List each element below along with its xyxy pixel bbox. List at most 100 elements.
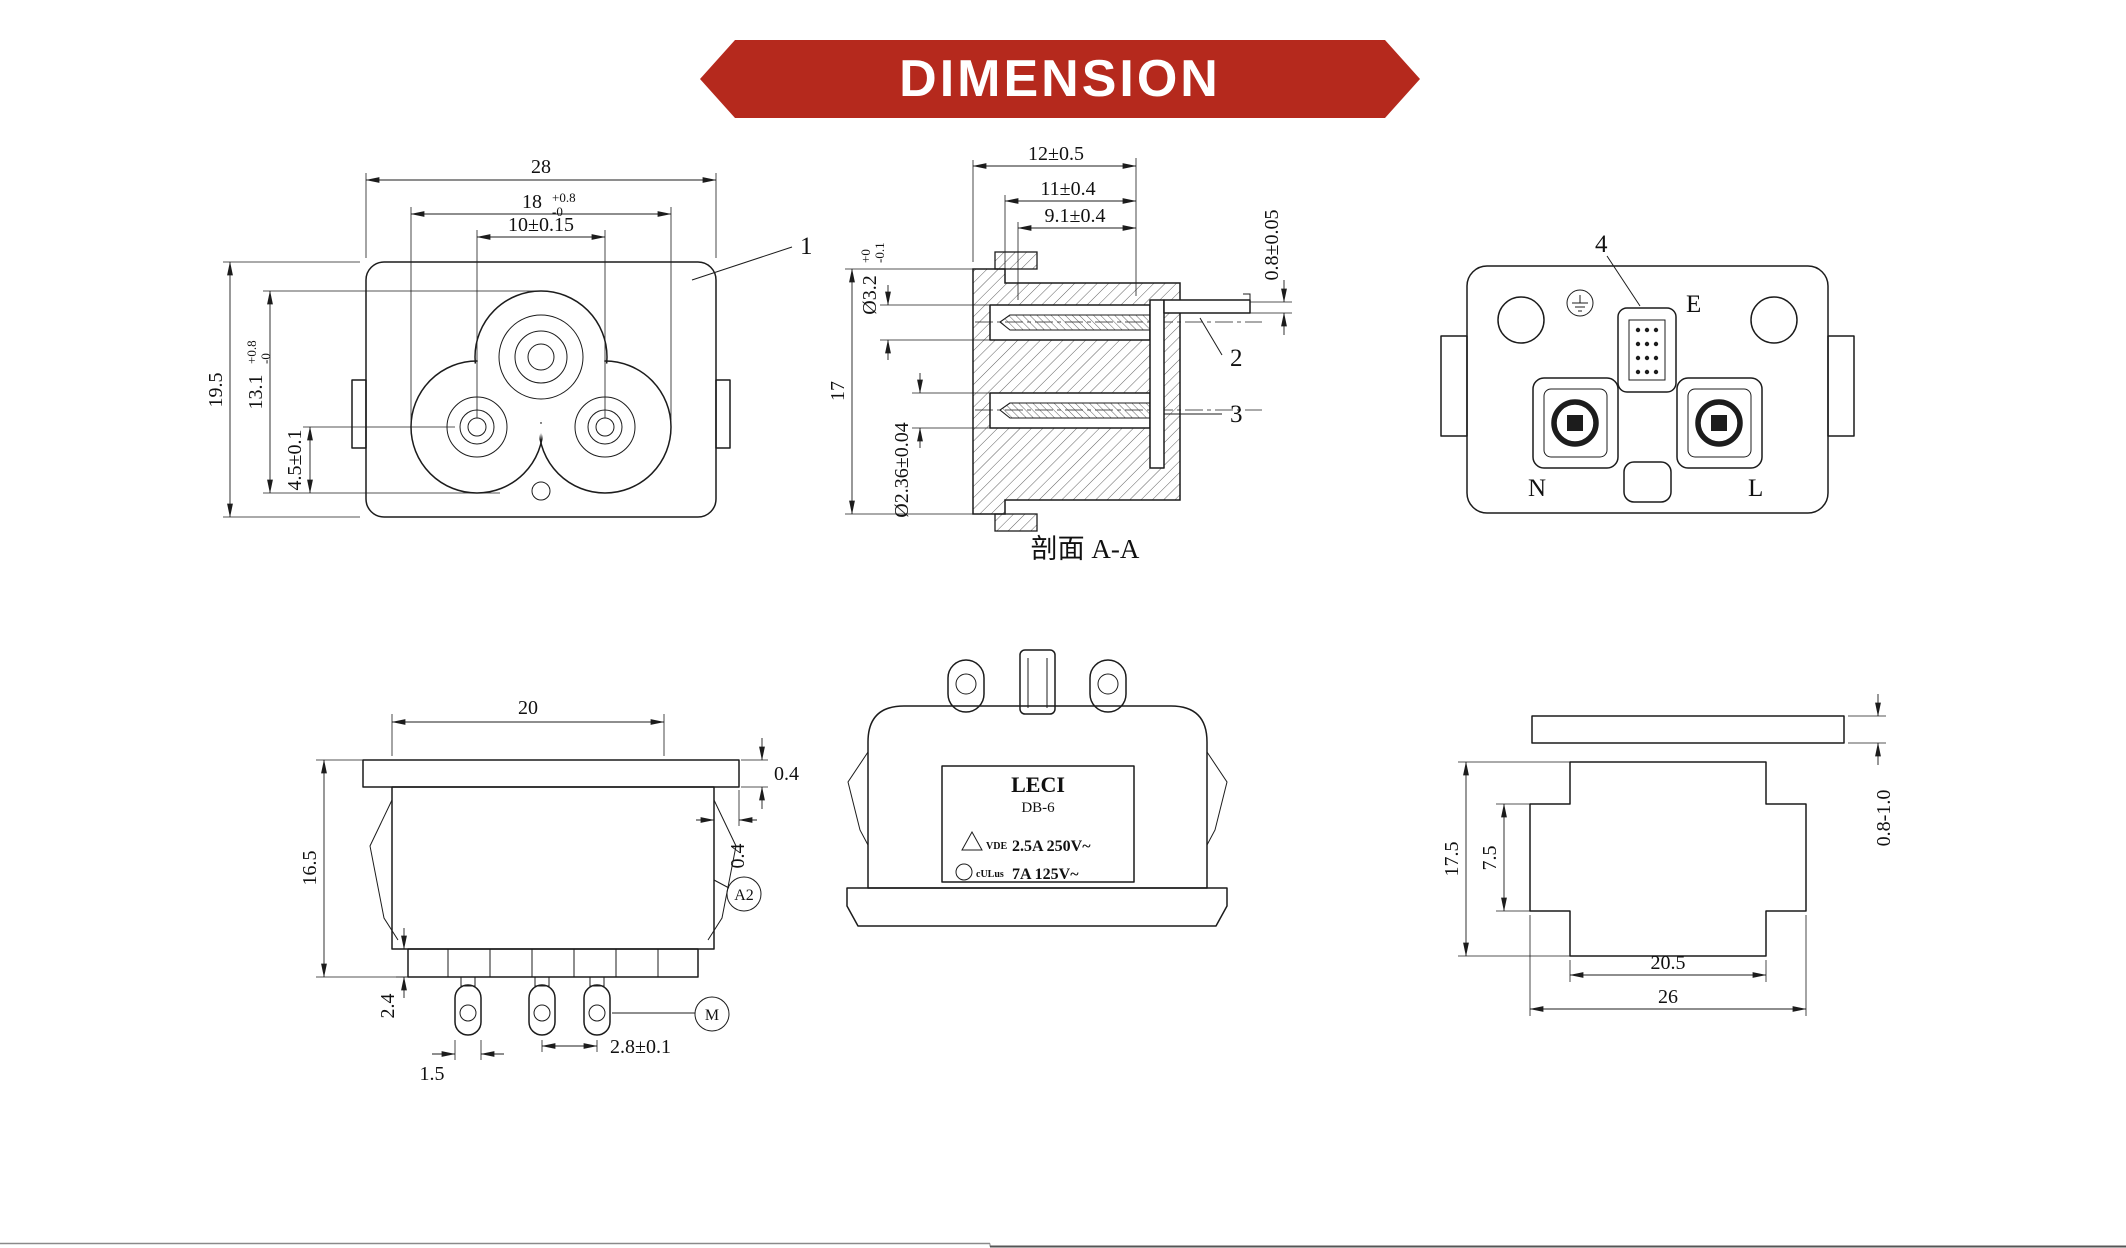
dim-side-height: 16.5 (299, 759, 408, 978)
rear-body-outline (1466, 265, 1829, 514)
rear-neutral-terminal (1532, 377, 1619, 469)
side-body (391, 786, 715, 950)
callout-side-a: A2 (713, 876, 762, 912)
rear-left-tab (1440, 335, 1468, 437)
banner-ribbon-shape (700, 40, 1420, 118)
rear-bottom-tab (1623, 461, 1672, 503)
vde-triangle-icon (961, 830, 983, 851)
dim-plate-width: 26 (1529, 915, 1807, 1016)
side-terminal-comb (407, 948, 699, 978)
view-plate: 17.5 7.5 20.5 26 0.8-1.0 (1441, 694, 1895, 1016)
rear-ground-terminal (1617, 307, 1677, 393)
dim-text-18-tol-up: +0.8 (552, 190, 576, 205)
label-body-outline (867, 705, 1208, 889)
dim-text-12: 12±0.5 (1028, 143, 1084, 165)
view-section: 12±0.5 11±0.4 9.1±0.4 0.8±0.05 17 Ø3 (827, 143, 1292, 564)
ground-pin-ring-inner (514, 330, 568, 384)
dim-plate-inner-width: 20.5 (1569, 952, 1767, 982)
dim-side-pin-pitch: 2.8±0.1 (541, 1036, 671, 1058)
dim-section-top-hole: Ø3.2 +0 -0.1 (858, 242, 990, 360)
brand-text: LECI (1011, 772, 1065, 797)
banner-title: DIMENSION (899, 50, 1221, 108)
dim-text-13-1-tol-dn: -0 (258, 353, 273, 364)
dim-text-2-36: Ø2.36±0.04 (891, 422, 913, 517)
dim-front-pin-drop: 4.5±0.1 (284, 426, 455, 494)
ground-pin-hole (527, 343, 555, 371)
dim-side-pin-width: 1.5 (420, 1040, 504, 1085)
callout-1-label: 1 (800, 233, 813, 260)
cert-vde-text: VDE (986, 841, 1007, 852)
dim-text-20: 20 (518, 697, 538, 719)
dim-plate-thickness: 0.8-1.0 (1848, 694, 1895, 846)
callout-housing: 1 (691, 233, 813, 281)
dimension-banner: DIMENSION (700, 40, 1420, 118)
dim-section-pin-thickness: 0.8±0.05 (1250, 210, 1292, 335)
dim-text-11: 11±0.4 (1040, 178, 1095, 200)
callout-4-label: 4 (1595, 231, 1608, 258)
model-text: DB-6 (1021, 800, 1055, 816)
terminal-e-label: E (1686, 291, 1701, 318)
section-terminal-tab (1149, 299, 1165, 469)
bottom-notch (531, 481, 551, 501)
dim-text-13-1-tol-up: +0.8 (244, 340, 259, 364)
dim-text-0-8-1-0: 0.8-1.0 (1873, 790, 1895, 847)
callout-a-label: A2 (734, 887, 754, 904)
dim-side-top-width: 20 (391, 697, 665, 756)
terminal-n-label: N (1528, 475, 1546, 502)
view-rear-face: E 4 (1440, 231, 1855, 514)
dim-front-height: 19.5 (205, 261, 360, 518)
terminal-l-label: L (1748, 475, 1763, 502)
label-left-wing (847, 751, 869, 846)
dim-front-width: 28 (365, 156, 717, 258)
dim-text-3-2-tol-dn: -0.1 (872, 242, 887, 263)
label-top-pins (947, 649, 1127, 715)
dim-plate-mid-height: 7.5 (1479, 803, 1530, 912)
dim-section-bottom-hole: Ø2.36±0.04 (891, 373, 990, 518)
label-right-wing (1206, 751, 1228, 846)
dim-text-18: 18 (522, 191, 542, 213)
rear-right-hole (1750, 296, 1798, 344)
rating-secondary-text: 7A 125V~ (1012, 866, 1079, 883)
side-flange (362, 759, 740, 788)
section-caption: 剖面 A-A (1031, 534, 1140, 564)
dim-front-pin-pitch: 10±0.15 (476, 214, 606, 418)
front-right-tab (715, 379, 731, 449)
rear-left-hole (1497, 296, 1545, 344)
dim-side-lip-b: 0.4 (696, 790, 757, 869)
plate-cover-bar (1531, 715, 1845, 744)
dim-text-16-5: 16.5 (299, 851, 321, 886)
dim-text-4-5: 4.5±0.1 (284, 430, 306, 491)
dim-text-2-4: 2.4 (377, 994, 399, 1019)
ground-pin-ring (498, 314, 584, 400)
side-eyelet-pins (454, 976, 611, 1036)
side-right-wing (707, 799, 737, 941)
callout-2-label: 2 (1230, 345, 1243, 372)
dim-text-1-5: 1.5 (420, 1063, 445, 1085)
ccc-mark-icon (955, 863, 973, 881)
dim-text-26: 26 (1658, 986, 1678, 1008)
section-solder-pin (1163, 299, 1251, 314)
plate-cross-profile (1529, 761, 1807, 957)
section-terminal-bottom (999, 402, 1151, 419)
dim-text-7-5: 7.5 (1479, 846, 1501, 871)
callout-b-label: M (705, 1007, 719, 1024)
dim-text-28: 28 (531, 156, 551, 178)
earth-symbol-icon (1566, 289, 1594, 317)
dim-text-0-4-b: 0.4 (727, 844, 749, 869)
dim-text-20-5: 20.5 (1651, 952, 1686, 974)
callout-3-label: 3 (1230, 401, 1243, 428)
dim-text-13-1: 13.1 (245, 375, 267, 410)
dim-text-9-1: 9.1±0.4 (1045, 205, 1106, 227)
dim-text-0-4-a: 0.4 (774, 763, 799, 785)
dim-section-height: 17 (827, 268, 973, 515)
callout-ground-terminal: 4 (1595, 231, 1641, 307)
dim-front-inner-width: 18 +0.8 -0 (410, 190, 672, 420)
dim-text-0-8: 0.8±0.05 (1261, 210, 1283, 281)
label-base-flange (846, 887, 1228, 927)
dim-text-18-tol-dn: -0 (552, 204, 563, 219)
rear-line-terminal (1676, 377, 1763, 469)
section-top-lug (994, 251, 1038, 270)
dim-section-depths: 12±0.5 11±0.4 9.1±0.4 (972, 143, 1137, 300)
view-label-face: LECI DB-6 VDE 2.5A 250V~ cULus 7A 125V~ (846, 649, 1228, 927)
